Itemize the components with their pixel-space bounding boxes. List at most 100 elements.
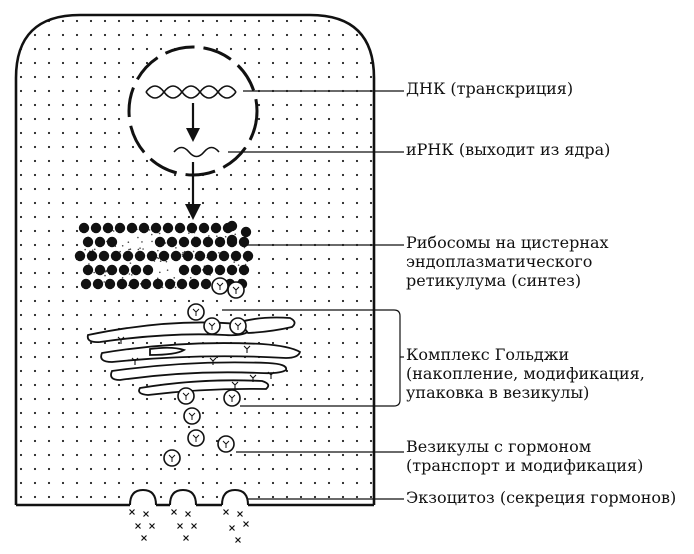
ribosome <box>240 226 252 238</box>
hormone-granule <box>223 509 229 515</box>
ribosome <box>106 264 118 276</box>
label-golgi-line-3: упаковка в везикулы) <box>406 383 590 402</box>
er-grain-dot <box>208 235 210 237</box>
label-ribosomes-line-3: ретикулума (синтез) <box>406 271 582 290</box>
er-grain-dot <box>148 229 151 231</box>
label-golgi: Комплекс Гольджи (накопление, модификаци… <box>406 345 645 402</box>
er-grain-dot <box>129 248 132 250</box>
ribosome <box>202 236 214 248</box>
ribosome <box>190 236 202 248</box>
ribosome <box>98 250 110 262</box>
er-grain-dot <box>181 253 184 256</box>
er-grain-dot <box>182 251 184 254</box>
er-grain-dot <box>104 274 106 277</box>
er-grain-dot <box>159 260 162 263</box>
vesicle <box>177 387 195 405</box>
er-grain-dot <box>105 269 107 272</box>
ribosome <box>152 278 164 290</box>
label-exocytosis: Экзоцитоз (секреция гормонов) <box>406 488 677 507</box>
er-grain-dot <box>128 273 131 275</box>
vesicle <box>183 407 201 425</box>
ribosome <box>190 264 202 276</box>
er-grain-dot <box>119 250 121 253</box>
ribosome <box>188 278 200 290</box>
er-grain-dot <box>84 248 86 251</box>
er-grain-dot <box>173 277 176 279</box>
hormone-granule <box>183 535 189 541</box>
er-grain-dot <box>121 277 124 279</box>
label-dna: ДНК (транскриция) <box>406 79 574 98</box>
vesicle <box>187 303 205 321</box>
hormone-granule <box>185 511 191 517</box>
ribosome <box>90 222 102 234</box>
ribosome <box>226 264 238 276</box>
hormone-granule <box>191 523 197 529</box>
ribosome <box>186 222 198 234</box>
ribosome <box>138 222 150 234</box>
hormone-granule <box>149 523 155 529</box>
ribosome <box>116 278 128 290</box>
hormone-granule <box>143 511 149 517</box>
ribosome <box>92 278 104 290</box>
er-grain-dot <box>93 271 95 274</box>
ribosome <box>110 250 122 262</box>
ribosome <box>226 234 238 246</box>
er-grain-dot <box>233 261 236 263</box>
er-grain-dot <box>103 281 106 283</box>
hormone-granule <box>229 525 235 531</box>
er-grain-dot <box>112 230 115 232</box>
er-grain-dot <box>224 235 227 238</box>
ribosome <box>104 278 116 290</box>
er-grain-dot <box>188 232 190 234</box>
ribosome <box>150 222 162 234</box>
ribosome <box>78 222 90 234</box>
hormone-granule <box>141 535 147 541</box>
ribosome <box>106 236 118 248</box>
er-grain-dot <box>127 241 130 244</box>
er-grain-dot <box>93 248 96 251</box>
ribosome <box>170 250 182 262</box>
ribosome <box>154 236 166 248</box>
hormone-granule <box>129 509 135 515</box>
vesicle <box>229 317 247 335</box>
hormone-vesicles <box>163 277 247 467</box>
ribosome <box>94 236 106 248</box>
ribosome <box>118 264 130 276</box>
ribosome <box>74 250 86 262</box>
label-vesicles: Везикулы с гормоном (транспорт и модифик… <box>406 437 643 475</box>
er-grain-dot <box>189 276 192 279</box>
er-grain-dot <box>159 271 161 274</box>
hormone-granule <box>237 511 243 517</box>
hormone-granule <box>171 509 177 515</box>
ribosome <box>238 236 250 248</box>
er-grain-dot <box>192 250 195 253</box>
ribosome <box>178 264 190 276</box>
ribosome <box>166 236 178 248</box>
er-grain-dot <box>121 244 124 247</box>
ribosome <box>210 222 222 234</box>
er-grain-dot <box>137 236 139 239</box>
vesicle <box>217 435 235 453</box>
er-grain-dot <box>234 233 237 236</box>
dna-helix <box>145 85 237 99</box>
ribosome <box>162 222 174 234</box>
hormone-granule <box>177 523 183 529</box>
ribosome <box>178 236 190 248</box>
er-grain-dot <box>139 247 141 249</box>
er-grain-dot <box>156 277 159 280</box>
label-ribosomes-line-1: Рибосомы на цистернах <box>406 233 609 252</box>
golgi-granules <box>117 336 275 389</box>
ribosome <box>86 250 98 262</box>
ribosome <box>122 250 134 262</box>
label-vesicles-line-1: Везикулы с гормоном <box>406 437 592 456</box>
ribosome <box>230 250 242 262</box>
er-grain-dot <box>128 248 130 251</box>
ribosome <box>134 250 146 262</box>
ribosome <box>158 250 170 262</box>
ribosome <box>202 264 214 276</box>
ribosome <box>130 264 142 276</box>
hormone-granule <box>135 523 141 529</box>
ribosome <box>142 264 154 276</box>
rough-er <box>74 220 255 292</box>
er-grain-dot <box>129 262 132 264</box>
